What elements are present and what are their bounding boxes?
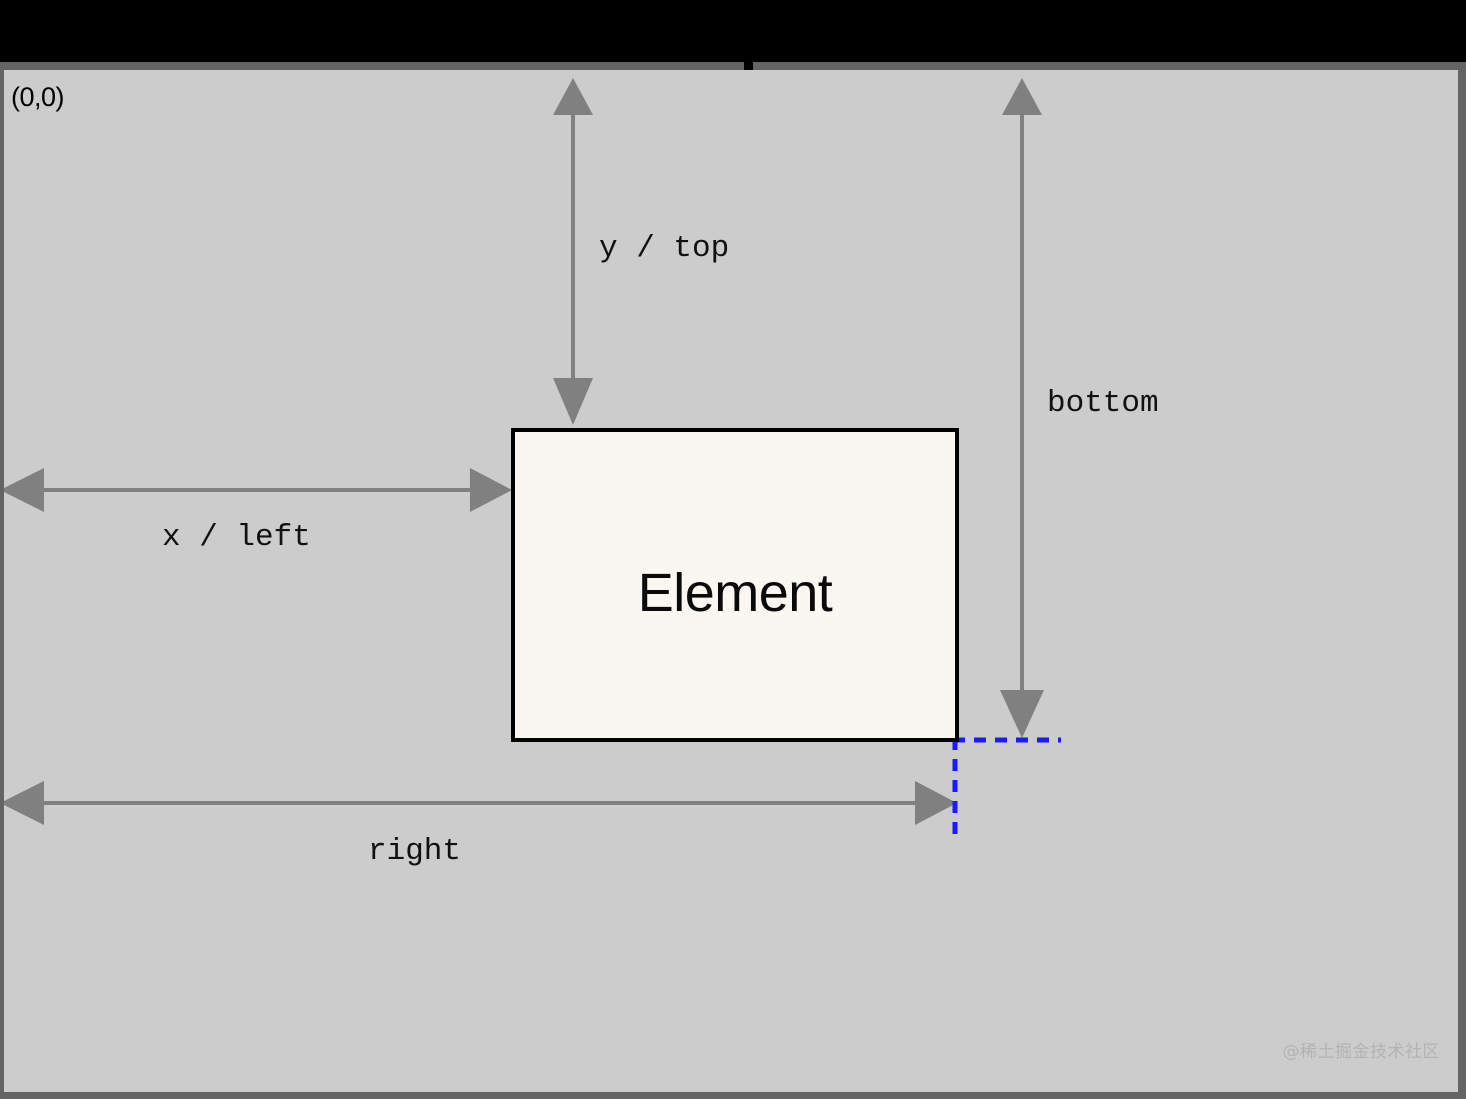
diagram-viewport: (0,0) [4, 70, 1458, 1092]
label-bottom: bottom [1047, 386, 1159, 421]
top-black-bar [0, 0, 1466, 62]
arrow-x-left [4, 468, 512, 512]
watermark-text: @稀土掘金技术社区 [1282, 1042, 1440, 1062]
guide-lines-dashed [952, 737, 1061, 842]
arrow-y-top [553, 78, 593, 425]
element-box: Element [511, 428, 959, 742]
label-y-top: y / top [599, 231, 730, 266]
label-x-left: x / left [162, 520, 311, 555]
arrow-bottom [1000, 78, 1044, 738]
origin-coordinate-label: (0,0) [11, 82, 65, 112]
label-right: right [368, 834, 462, 869]
arrow-right [4, 781, 957, 825]
window-notch-marker [744, 58, 753, 71]
element-box-label: Element [637, 563, 833, 623]
